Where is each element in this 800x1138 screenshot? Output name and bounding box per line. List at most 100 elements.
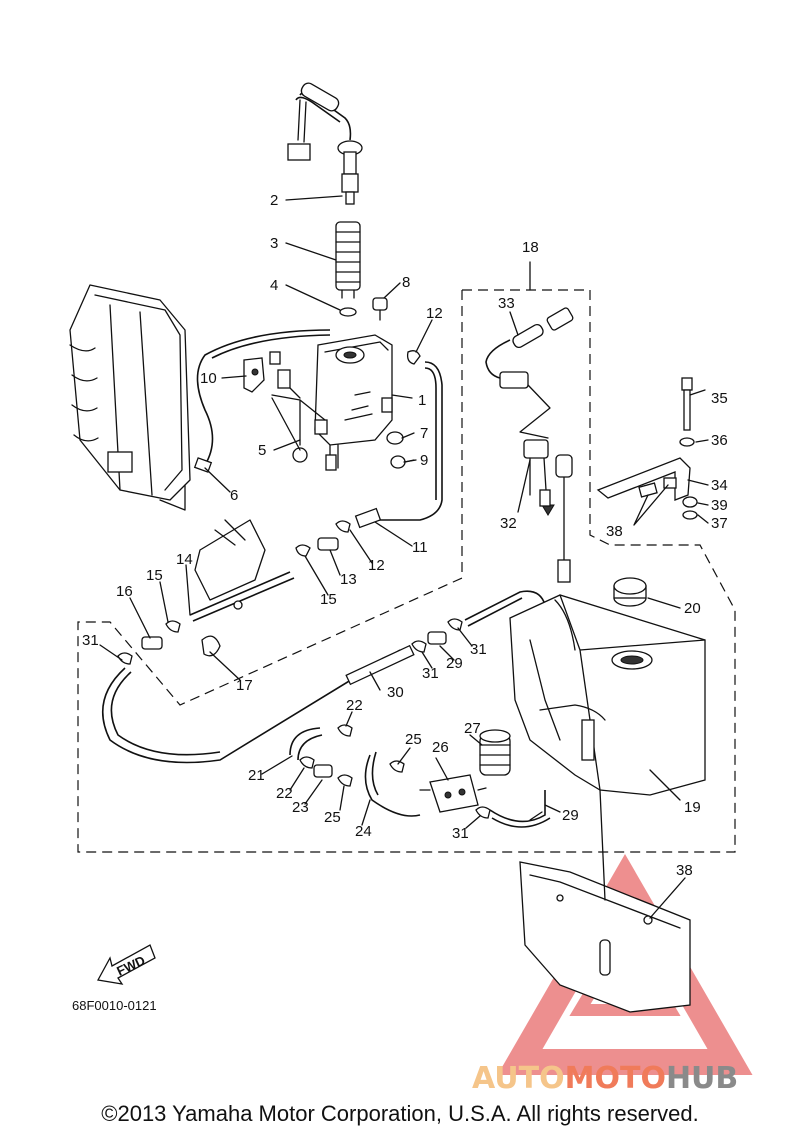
callout-35: 34 xyxy=(711,477,728,494)
part-31-clip-bottom xyxy=(475,806,491,819)
callout-16: 16 xyxy=(116,583,133,600)
part-25-clip-upper xyxy=(389,760,405,773)
part-39-nut xyxy=(682,496,698,508)
callout-14: 14 xyxy=(176,551,193,568)
callout-10: 10 xyxy=(200,370,217,387)
part-38-washer-top xyxy=(679,437,695,447)
callout-11: 11 xyxy=(412,539,428,556)
callout-8: 8 xyxy=(402,274,410,291)
part-32-sensor xyxy=(523,439,573,583)
callout-29: 29 xyxy=(446,655,463,672)
hose-to-11 xyxy=(378,361,443,521)
part-33-connector xyxy=(485,307,574,439)
callout-38a: 36 xyxy=(711,432,728,449)
callout-38b: 37 xyxy=(711,515,728,532)
callout-3: 3 xyxy=(270,235,278,252)
callout-21: 21 xyxy=(248,767,265,784)
callout-19: 19 xyxy=(684,799,701,816)
callout-labels: 2 3 4 8 12 10 1 5 6 7 9 11 12 13 15 14 1… xyxy=(82,192,728,879)
part-4-o-ring xyxy=(339,307,357,317)
hose-main xyxy=(102,649,401,764)
part-7-grommet xyxy=(386,431,404,445)
callout-33: 33 xyxy=(498,295,515,312)
leader-lines xyxy=(99,195,709,919)
watermark-moto: MOTO xyxy=(565,1061,666,1096)
part-1-bracket-body xyxy=(314,334,393,471)
callout-30: 30 xyxy=(387,684,404,701)
part-29-joint xyxy=(427,631,447,645)
part-24-hose xyxy=(364,754,421,817)
callout-23: 23 xyxy=(292,799,309,816)
part-13-joint xyxy=(295,520,351,557)
callout-15a: 15 xyxy=(320,591,337,608)
callout-13: 13 xyxy=(340,571,357,588)
part-9-bolt xyxy=(390,455,417,469)
callout-1: 1 xyxy=(418,392,426,409)
callout-31a: 31 xyxy=(82,632,99,649)
part-25-clip-lower xyxy=(337,774,353,787)
callout-12a: 12 xyxy=(426,305,443,322)
part-28-hose xyxy=(489,790,546,823)
callout-22b: 22 xyxy=(276,785,293,802)
part-31-clip-right xyxy=(447,618,463,631)
callout-39: 39 xyxy=(711,497,728,514)
part-8-grommet xyxy=(372,297,388,321)
copyright-notice: ©2013 Yamaha Motor Corporation, U.S.A. A… xyxy=(101,1101,699,1126)
callout-15b: 15 xyxy=(146,567,163,584)
part-30-hose xyxy=(345,644,415,686)
callout-6: 6 xyxy=(230,487,238,504)
callout-2: 2 xyxy=(270,192,278,209)
callout-20: 20 xyxy=(684,600,701,617)
callout-4: 4 xyxy=(270,277,278,294)
part-14-pipe xyxy=(189,519,295,622)
part-6-hose xyxy=(196,329,331,466)
callout-18: 18 xyxy=(522,239,539,256)
part-3-filter-element xyxy=(335,221,361,299)
callout-7: 7 xyxy=(420,425,428,442)
part-12-clip-upper xyxy=(406,350,421,365)
part-34-plate xyxy=(519,789,691,1013)
callout-5: 5 xyxy=(258,442,266,459)
callout-32: 32 xyxy=(500,515,517,532)
part-2-sensor-lead xyxy=(287,82,363,205)
part-16-joint xyxy=(141,636,163,650)
callout-37: 35 xyxy=(711,390,728,407)
part-17-clip xyxy=(201,635,221,657)
callout-12b: 12 xyxy=(368,557,385,574)
callout-22a: 22 xyxy=(346,697,363,714)
callout-24: 24 xyxy=(355,823,372,840)
callout-27: 27 xyxy=(464,720,481,737)
part-23-joint xyxy=(313,764,333,778)
callout-28: 29 xyxy=(562,807,579,824)
callout-17: 17 xyxy=(236,677,253,694)
callout-26: 26 xyxy=(432,739,449,756)
part-10-clamp xyxy=(243,357,265,393)
part-19-oil-tank xyxy=(509,594,706,796)
watermark-text: AUTOMOTOHUB xyxy=(472,1061,738,1096)
watermark-auto: AUTO xyxy=(472,1061,565,1096)
callout-36: 38 xyxy=(606,523,623,540)
part-31-clip-left xyxy=(117,652,133,665)
part-37-bolt xyxy=(681,377,693,431)
fwd-arrow-icon: FWD xyxy=(96,944,156,985)
part-31-clip-mid xyxy=(411,640,427,653)
part-11-hose xyxy=(354,507,382,529)
part-27-filter xyxy=(479,729,511,776)
callout-31d: 31 xyxy=(452,825,469,842)
part-15-clip-left xyxy=(165,620,181,633)
part-21-hose xyxy=(289,727,321,756)
part-26-pump xyxy=(419,774,487,813)
callout-34: 38 xyxy=(676,862,693,879)
engine-cover xyxy=(69,284,191,511)
group-18-dashed-box xyxy=(77,289,736,853)
callout-31c: 31 xyxy=(470,641,487,658)
part-38-washer-bottom xyxy=(682,510,698,520)
fwd-label: FWD xyxy=(114,953,147,979)
watermark-hub: HUB xyxy=(666,1061,738,1096)
drawing-code: 68F0010-0121 xyxy=(72,998,157,1013)
callout-31b: 31 xyxy=(422,665,439,682)
callout-25a: 25 xyxy=(405,731,422,748)
part-22-clip-lower xyxy=(299,756,315,769)
part-35-bracket xyxy=(596,457,691,501)
